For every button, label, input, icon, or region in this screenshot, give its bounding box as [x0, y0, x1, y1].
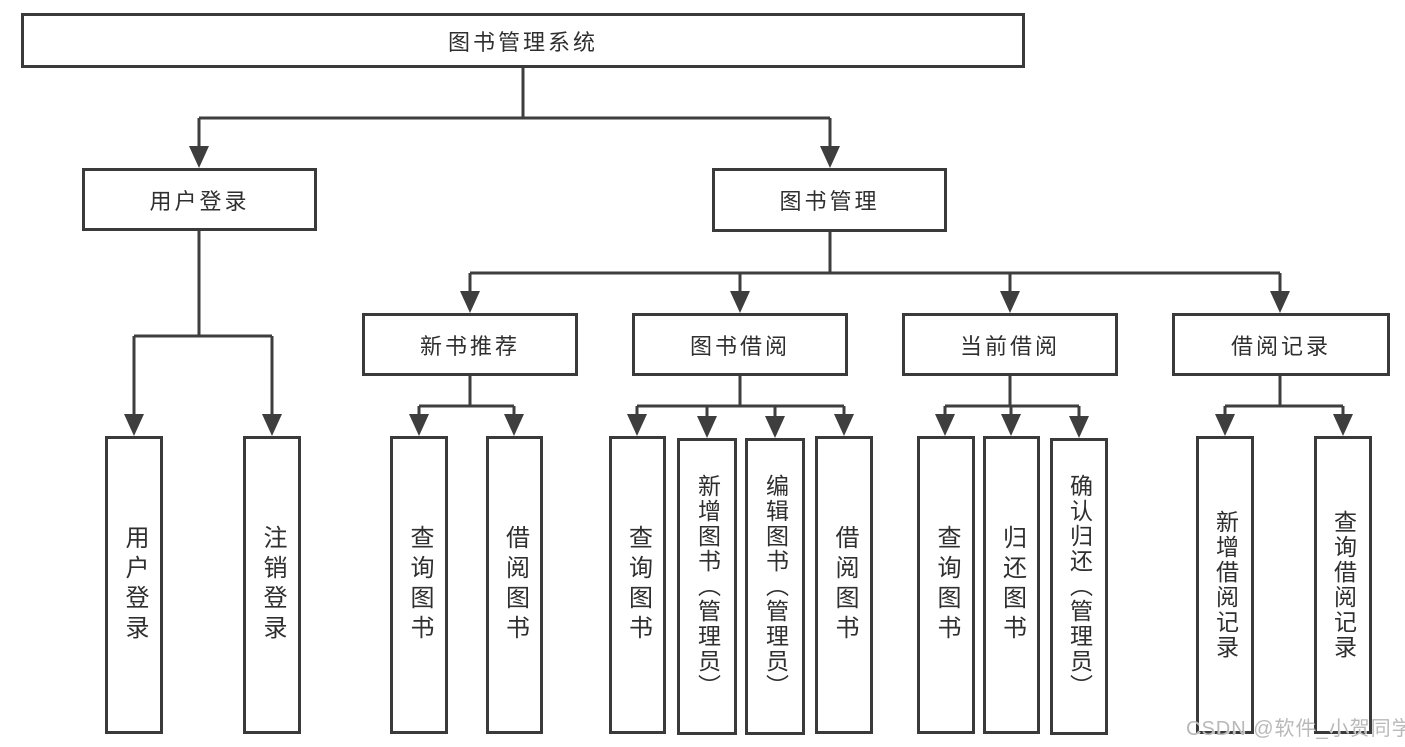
node-label: 查询图书: [933, 525, 960, 645]
node-query-borrow-record: 查询借阅记录: [1314, 436, 1372, 734]
node-borrow-books: 借阅图书: [815, 436, 873, 734]
node-recommend-query-books: 查询图书: [390, 436, 448, 734]
node-user-login-leaf: 用户登录: [105, 436, 163, 734]
node-new-book-recommendation: 新书推荐: [362, 313, 578, 376]
node-edit-books-admin: 编辑图书（管理员）: [745, 438, 805, 735]
node-user-login-branch: 用户登录: [82, 168, 317, 231]
node-return-books: 归还图书: [983, 436, 1040, 734]
watermark: CSDN @软件_小贺同学: [1186, 718, 1405, 740]
node-borrow-query-books: 查询图书: [609, 436, 666, 734]
node-add-books-admin: 新增图书（管理员）: [677, 438, 737, 735]
node-logout: 注销登录: [243, 436, 301, 734]
node-label: 图书管理: [779, 189, 880, 214]
node-label: 查询图书: [624, 525, 652, 645]
node-label: 当前借阅: [959, 333, 1060, 359]
node-library-management-system: 图书管理系统: [21, 13, 1025, 68]
node-label: 新增借阅记录: [1212, 510, 1239, 660]
node-label: 用户登录: [149, 188, 250, 214]
node-label: 用户登录: [121, 525, 148, 645]
node-label: 编辑图书（管理员）: [762, 474, 789, 699]
node-label: 图书管理系统: [447, 29, 598, 55]
node-label: 查询借阅记录: [1330, 510, 1357, 660]
node-book-management: 图书管理: [712, 168, 947, 232]
node-add-borrow-record: 新增借阅记录: [1196, 436, 1254, 734]
node-label: 借阅图书: [831, 525, 858, 645]
node-label: 图书借阅: [689, 333, 790, 359]
node-label: 归还图书: [998, 525, 1026, 645]
node-label: 新增图书（管理员）: [694, 474, 721, 699]
node-current-borrowing: 当前借阅: [902, 313, 1118, 376]
node-label: 注销登录: [259, 525, 286, 645]
node-label: 借阅记录: [1230, 333, 1331, 359]
node-label: 查询图书: [406, 525, 433, 645]
node-recommend-borrow-books: 借阅图书: [486, 436, 543, 734]
node-confirm-return-admin: 确认归还（管理员）: [1050, 438, 1108, 735]
node-book-borrowing: 图书借阅: [632, 313, 848, 376]
node-label: 借阅图书: [501, 525, 529, 645]
arrowheads: [124, 146, 1353, 438]
node-current-query-books: 查询图书: [917, 436, 975, 734]
connector-lines: [132, 68, 1345, 422]
node-label: 确认归还（管理员）: [1066, 474, 1093, 699]
node-label: 新书推荐: [419, 333, 520, 359]
node-borrowing-records: 借阅记录: [1172, 313, 1390, 376]
